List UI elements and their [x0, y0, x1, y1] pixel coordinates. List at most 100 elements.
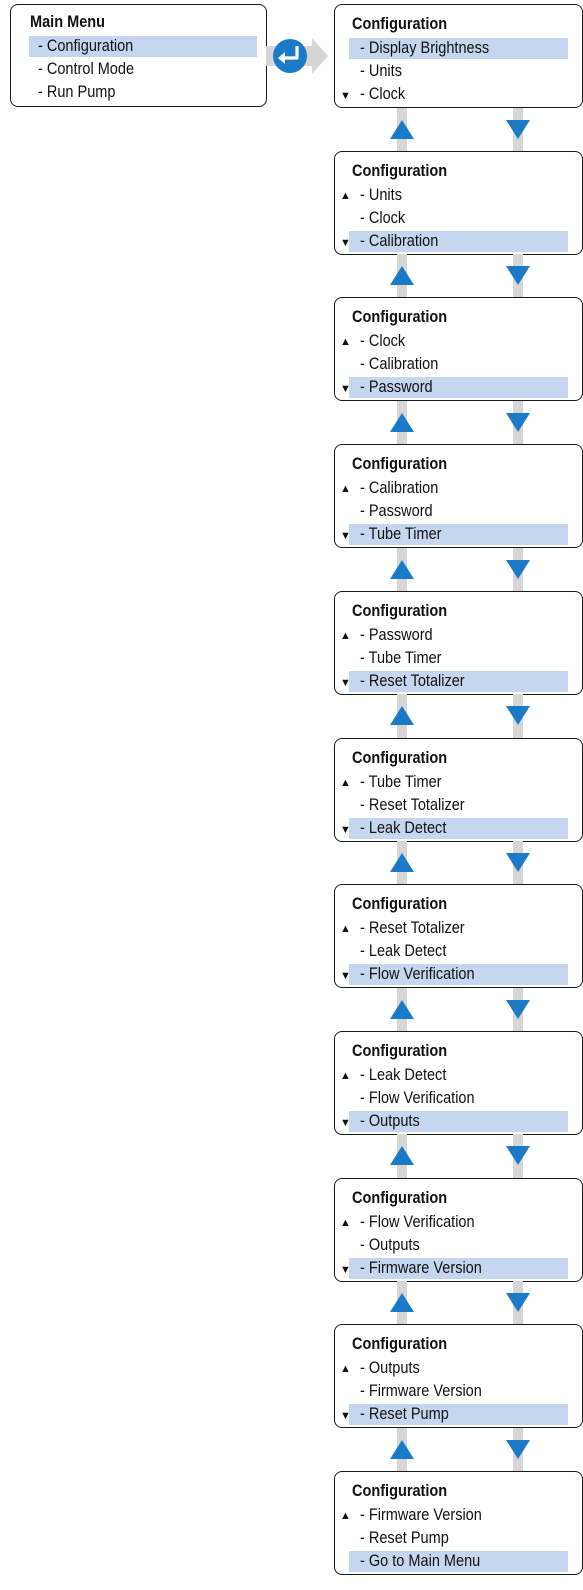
- config-menu-item-label: - Clock: [360, 85, 406, 103]
- config-screen-8: Configuration- Leak Detect- Flow Verific…: [334, 1030, 583, 1135]
- main-menu-title: Main Menu: [30, 13, 106, 31]
- enter-return-icon[interactable]: [273, 39, 307, 73]
- config-menu-item[interactable]: - Password: [349, 501, 568, 522]
- config-menu-item[interactable]: - Display Brightness: [349, 38, 568, 59]
- scroll-down-arrow-icon[interactable]: [506, 412, 530, 432]
- config-menu-item[interactable]: - Reset Totalizer: [349, 670, 568, 692]
- config-menu-item[interactable]: - Firmware Version: [349, 1257, 568, 1279]
- config-screen-title: Configuration: [352, 308, 448, 327]
- config-screen-7: Configuration - Reset Totalizer - Leak Det…: [334, 884, 583, 989]
- scroll-down-indicator-icon: ▼: [340, 236, 351, 249]
- config-menu-item[interactable]: - Outputs: [349, 1235, 568, 1256]
- config-menu-item[interactable]: - Calibration: [349, 354, 568, 375]
- main-menu-item-configuration[interactable]: - Configuration: [29, 36, 257, 57]
- scroll-down-arrow-icon[interactable]: [506, 1439, 530, 1459]
- config-screen-10: Configuration - Outputs- Firmware Version…: [334, 1324, 583, 1429]
- navigation-arrows: [385, 987, 535, 1036]
- config-menu-item-label: - Reset Totalizer: [360, 919, 465, 938]
- main-menu-item-run-pump[interactable]: - Run Pump: [29, 82, 257, 103]
- config-menu-item[interactable]: - Password: [349, 625, 568, 646]
- scroll-up-indicator-icon: ▲: [340, 1363, 351, 1376]
- scroll-up-indicator-icon: ▲: [340, 1069, 351, 1082]
- scroll-down-arrow-icon[interactable]: [506, 1146, 530, 1166]
- scroll-down-arrow-icon[interactable]: [506, 706, 530, 726]
- scroll-up-indicator-icon: ▲: [340, 776, 351, 789]
- config-menu-item[interactable]: - Tube Timer: [349, 772, 568, 793]
- navigation-arrows: [385, 254, 535, 302]
- scroll-up-arrow-icon[interactable]: [390, 119, 414, 139]
- config-menu-item[interactable]: - Tube Timer: [349, 524, 568, 546]
- config-menu-item-label: - Reset Pump: [360, 1405, 449, 1424]
- config-menu-item[interactable]: - Flow Verification: [349, 1212, 568, 1233]
- scroll-up-arrow-icon[interactable]: [390, 1293, 414, 1313]
- scroll-up-arrow-icon[interactable]: [390, 999, 414, 1019]
- config-menu-item[interactable]: - Reset Pump: [349, 1404, 568, 1426]
- config-screen-title: Configuration: [352, 1188, 448, 1207]
- config-menu-item-label: - Tube Timer: [360, 772, 442, 791]
- config-menu-item[interactable]: - Outputs: [349, 1110, 568, 1132]
- scroll-down-arrow-icon[interactable]: [506, 1293, 530, 1313]
- config-menu-item-label: - Units: [360, 62, 402, 80]
- config-menu-item-label: - Leak Detect: [360, 1065, 447, 1084]
- config-screen-9: Configuration - Flow Verification- Output…: [334, 1177, 583, 1282]
- scroll-up-arrow-icon[interactable]: [390, 412, 414, 432]
- scroll-down-arrow-icon[interactable]: [506, 999, 530, 1019]
- scroll-up-arrow-icon[interactable]: [390, 1146, 414, 1166]
- navigation-arrows: [385, 694, 535, 742]
- config-menu-item[interactable]: - Units: [349, 185, 568, 206]
- config-menu-item-label: - Reset Totalizer: [360, 671, 465, 690]
- enter-transition-arrow: [266, 38, 328, 74]
- config-menu-item[interactable]: - Calibration: [349, 230, 568, 252]
- scroll-up-arrow-icon[interactable]: [390, 706, 414, 726]
- config-menu-item-label: - Password: [360, 625, 433, 644]
- navigation-arrows: [385, 400, 535, 449]
- scroll-up-arrow-icon[interactable]: [390, 1439, 414, 1459]
- config-menu-item-label: - Flow Verification: [360, 1088, 475, 1107]
- config-screen-title: Configuration: [352, 1335, 448, 1354]
- scroll-down-arrow-icon[interactable]: [506, 853, 530, 872]
- config-screen-title: Configuration: [352, 455, 448, 474]
- config-screen-title: Configuration: [352, 895, 448, 914]
- config-menu-item-label: - Units: [360, 185, 402, 204]
- main-menu-item-control-mode[interactable]: - Control Mode: [29, 59, 257, 80]
- config-menu-item[interactable]: - Tube Timer: [349, 648, 568, 669]
- config-menu-item[interactable]: - Leak Detect: [349, 1065, 568, 1086]
- config-screen-title: Configuration: [352, 1482, 448, 1500]
- scroll-down-indicator-icon: ▼: [340, 823, 351, 836]
- main-menu-item-label: - Configuration: [38, 37, 134, 55]
- config-menu-item[interactable]: - Clock: [349, 331, 568, 352]
- config-menu-item-label: - Calibration: [360, 355, 439, 374]
- navigation-arrows: [385, 547, 535, 596]
- config-menu-item[interactable]: - Flow Verification: [349, 964, 568, 986]
- scroll-up-arrow-icon[interactable]: [390, 853, 414, 872]
- config-menu-item[interactable]: - Units: [349, 61, 568, 82]
- scroll-up-arrow-icon[interactable]: [390, 559, 414, 579]
- config-menu-item[interactable]: - Reset Pump: [349, 1528, 568, 1549]
- scroll-up-indicator-icon: ▲: [340, 483, 351, 496]
- config-menu-item[interactable]: - Outputs: [349, 1358, 568, 1379]
- config-menu-item-label: - Calibration: [360, 479, 439, 498]
- config-menu-item-label: - Display Brightness: [360, 39, 490, 57]
- config-menu-item[interactable]: - Calibration: [349, 478, 568, 499]
- config-menu-item[interactable]: - Reset Totalizer: [349, 795, 568, 816]
- config-menu-item[interactable]: - Clock: [349, 84, 568, 105]
- config-menu-item[interactable]: - Leak Detect: [349, 817, 568, 839]
- config-screen-6: Configuration - Tube Timer - Reset Totaliz…: [334, 737, 583, 842]
- scroll-down-arrow-icon[interactable]: [506, 559, 530, 579]
- config-menu-item[interactable]: - Reset Totalizer: [349, 918, 568, 939]
- scroll-up-arrow-icon[interactable]: [390, 266, 414, 286]
- config-menu-item[interactable]: - Flow Verification: [349, 1088, 568, 1109]
- config-menu-item[interactable]: - Clock: [349, 208, 568, 229]
- config-screen-2: Configuration- Units- Clock- Calibration…: [334, 150, 583, 255]
- scroll-down-arrow-icon[interactable]: [506, 266, 530, 286]
- config-menu-item[interactable]: - Firmware Version: [349, 1505, 568, 1526]
- config-menu-item[interactable]: - Go to Main Menu: [349, 1551, 568, 1572]
- config-menu-item-label: - Firmware Version: [360, 1258, 482, 1277]
- config-menu-item[interactable]: - Leak Detect: [349, 941, 568, 962]
- main-menu-item-label: - Run Pump: [38, 83, 116, 101]
- scroll-down-indicator-icon: ▼: [340, 676, 351, 689]
- config-menu-item[interactable]: - Firmware Version: [349, 1381, 568, 1402]
- config-menu-item[interactable]: - Password: [349, 377, 568, 399]
- config-screen-title: Configuration: [352, 748, 448, 767]
- scroll-down-arrow-icon[interactable]: [506, 119, 530, 139]
